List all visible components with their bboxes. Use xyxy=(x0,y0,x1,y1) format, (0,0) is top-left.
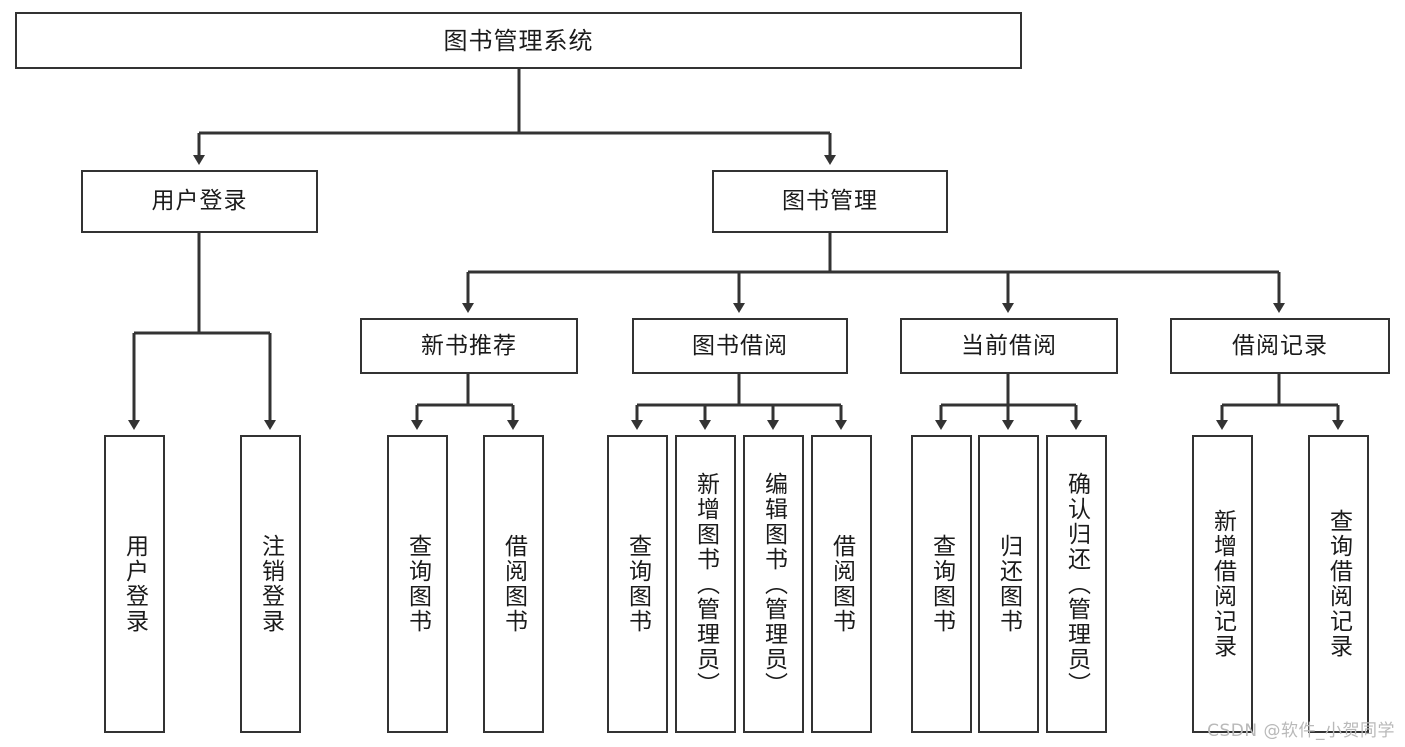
leaf-edit-book-admin[interactable]: 编辑图书（管理员） xyxy=(743,435,804,733)
leaf-user-login[interactable]: 用户登录 xyxy=(104,435,165,733)
leaf-return-book[interactable]: 归还图书 xyxy=(978,435,1039,733)
node-label: 查询图书 xyxy=(624,534,651,634)
node-label: 新书推荐 xyxy=(421,332,517,359)
node-borrow-record[interactable]: 借阅记录 xyxy=(1170,318,1390,374)
leaf-confirm-return-admin[interactable]: 确认归还（管理员） xyxy=(1046,435,1107,733)
leaf-logout[interactable]: 注销登录 xyxy=(240,435,301,733)
node-label: 查询借阅记录 xyxy=(1325,509,1352,659)
node-label: 图书管理系统 xyxy=(443,26,594,55)
leaf-query-book-current[interactable]: 查询图书 xyxy=(911,435,972,733)
watermark-text: CSDN @软件_小贺同学 xyxy=(1207,721,1395,741)
node-label: 借阅图书 xyxy=(828,534,855,634)
node-label: 确认归还（管理员） xyxy=(1063,471,1090,697)
node-label: 归还图书 xyxy=(995,534,1022,634)
node-user-login[interactable]: 用户登录 xyxy=(81,170,318,233)
node-label: 新增借阅记录 xyxy=(1209,509,1236,659)
leaf-query-book-borrow[interactable]: 查询图书 xyxy=(607,435,668,733)
node-root-book-management-system[interactable]: 图书管理系统 xyxy=(15,12,1022,69)
leaf-query-borrow-record[interactable]: 查询借阅记录 xyxy=(1308,435,1369,733)
leaf-borrow-book-borrow[interactable]: 借阅图书 xyxy=(811,435,872,733)
node-label: 当前借阅 xyxy=(961,332,1057,359)
node-book-management[interactable]: 图书管理 xyxy=(712,170,948,233)
node-label: 借阅图书 xyxy=(500,534,527,634)
node-label: 注销登录 xyxy=(257,534,284,634)
node-label: 用户登录 xyxy=(151,188,248,215)
node-label: 查询图书 xyxy=(404,534,431,634)
node-label: 编辑图书（管理员） xyxy=(760,471,787,697)
node-label: 图书借阅 xyxy=(692,332,788,359)
node-label: 新增图书（管理员） xyxy=(692,471,719,697)
node-current-borrow[interactable]: 当前借阅 xyxy=(900,318,1118,374)
node-new-book-recommend[interactable]: 新书推荐 xyxy=(360,318,578,374)
leaf-add-book-admin[interactable]: 新增图书（管理员） xyxy=(675,435,736,733)
leaf-query-book-newbook[interactable]: 查询图书 xyxy=(387,435,448,733)
leaf-borrow-book-newbook[interactable]: 借阅图书 xyxy=(483,435,544,733)
leaf-add-borrow-record[interactable]: 新增借阅记录 xyxy=(1192,435,1253,733)
node-label: 查询图书 xyxy=(928,534,955,634)
node-book-borrow[interactable]: 图书借阅 xyxy=(632,318,848,374)
node-label: 图书管理 xyxy=(782,188,878,215)
node-label: 借阅记录 xyxy=(1232,332,1328,359)
node-label: 用户登录 xyxy=(121,534,148,634)
